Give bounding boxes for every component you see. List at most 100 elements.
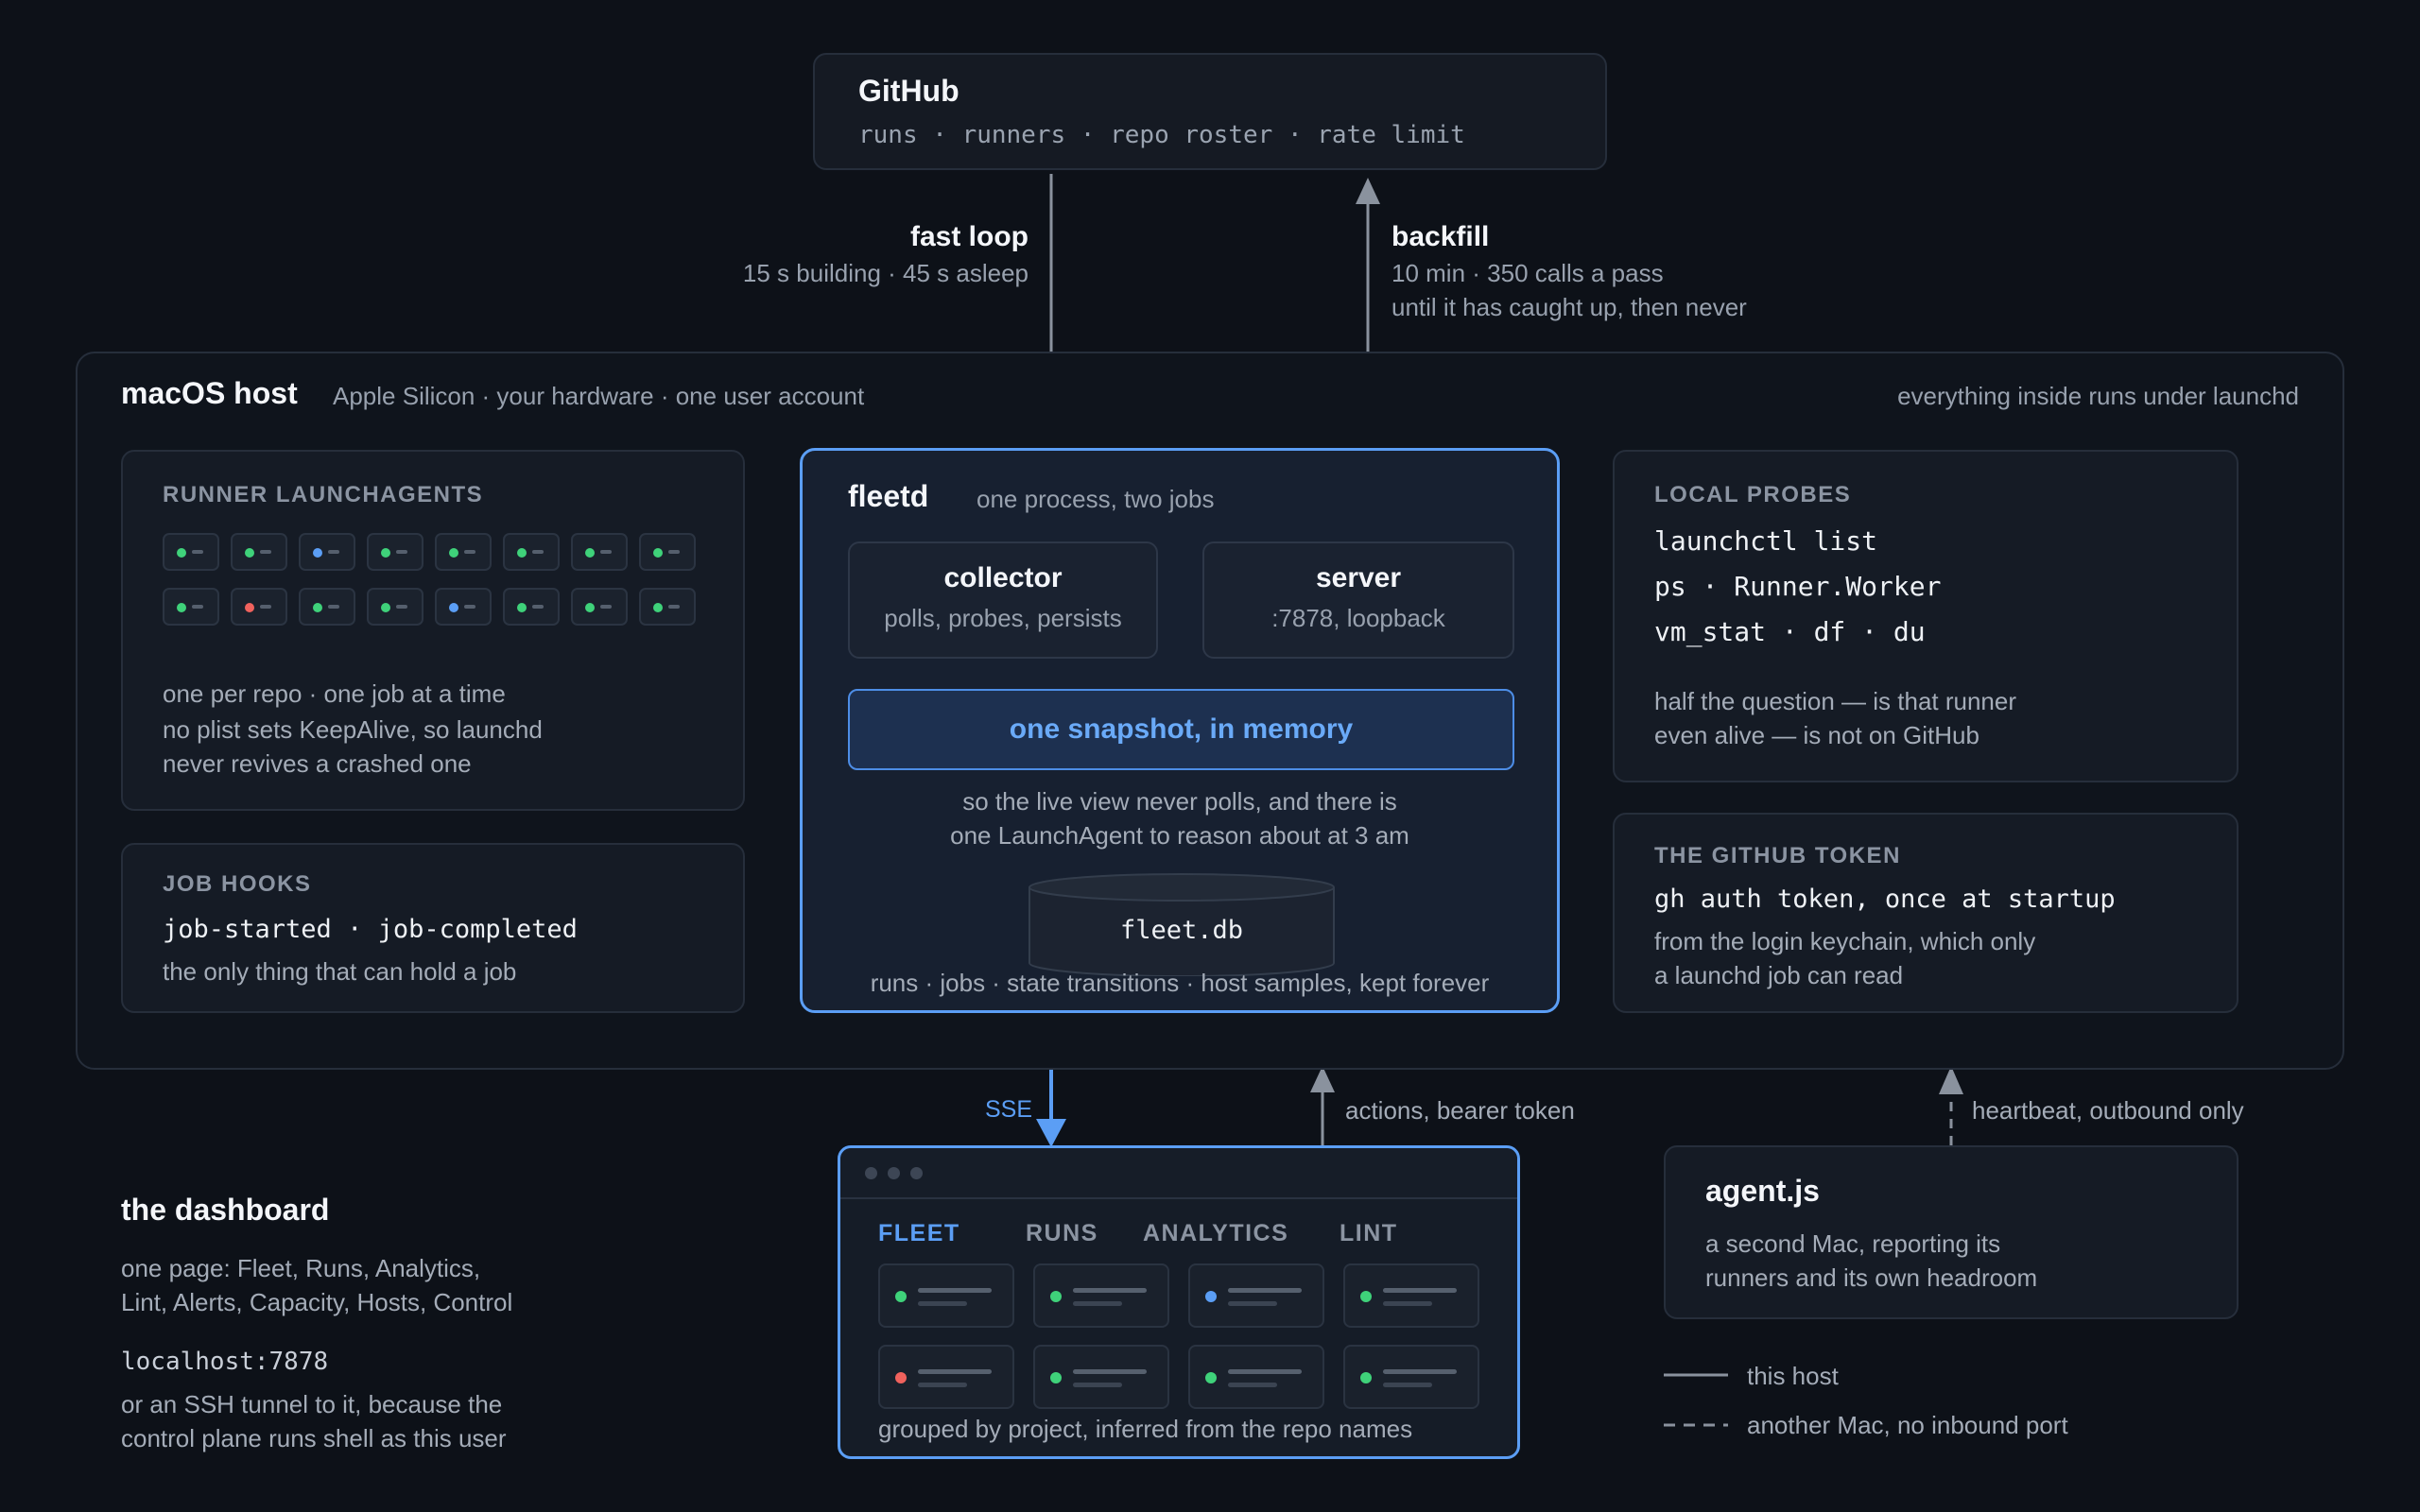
runner-label-bar [260,550,271,554]
dashboard-runner-card[interactable] [1033,1345,1169,1409]
dashboard-caption: grouped by project, inferred from the re… [878,1415,1413,1443]
runner-launchagents-panel: RUNNER LAUNCHAGENTS one per repo · one j… [121,450,745,811]
card-subtitle-bar [1073,1383,1122,1387]
fleetd-title: fleetd [848,479,929,513]
legend-dashed-label: another Mac, no inbound port [1747,1411,2068,1439]
agent-panel: agent.js a second Mac, reporting its run… [1664,1145,2238,1319]
host-subtitle: Apple Silicon · your hardware · one user… [333,382,865,410]
runner-status-dot [245,548,254,558]
runner-status-dot [449,603,458,612]
runner-status-dot [653,603,663,612]
fleet-db-label: fleet.db [1119,916,1244,945]
runner-cell [299,533,355,571]
runner-label-bar [464,605,475,609]
runner-label-bar [600,605,612,609]
job-hooks-code: job-started · job-completed [163,915,578,944]
runner-status-dot [449,548,458,558]
runner-cell [231,588,287,626]
fast-loop-title: fast loop [910,221,1028,252]
fleetd-panel: fleetd one process, two jobs collector p… [800,448,1560,1013]
runner-cell [367,588,424,626]
actions-arrowhead [1310,1066,1335,1092]
backfill-line2: until it has caught up, then never [1392,293,1747,321]
dashboard-title: the dashboard [121,1193,330,1227]
runner-note-2: no plist sets KeepAlive, so launchd [163,715,543,744]
github-token-note-2: a launchd job can read [1654,961,1904,989]
github-token-code: gh auth token, once at startup [1654,885,2116,914]
local-probes-code-2: ps · Runner.Worker [1654,571,1942,602]
sse-arrowhead [1036,1119,1066,1147]
window-control-dot[interactable] [888,1167,900,1179]
dashboard-desc-2: Lint, Alerts, Capacity, Hosts, Control [121,1288,513,1316]
collector-title: collector [943,562,1063,593]
github-token-note-1: from the login keychain, which only [1654,927,2036,955]
sse-label: SSE [985,1096,1033,1123]
runner-cell [299,588,355,626]
runner-label-bar [328,605,339,609]
tab-fleet[interactable]: FLEET [878,1220,960,1246]
tab-analytics[interactable]: ANALYTICS [1143,1220,1289,1246]
runner-cell [639,533,696,571]
runner-status-dot [517,548,527,558]
snapshot-note-1: so the live view never polls, and there … [962,787,1397,816]
window-control-dot[interactable] [865,1167,877,1179]
dashboard-runner-card[interactable] [1188,1345,1324,1409]
fast-loop-detail: 15 s building · 45 s asleep [742,259,1028,287]
card-subtitle-bar [918,1383,967,1387]
runner-label-bar [328,550,339,554]
window-control-dot[interactable] [910,1167,923,1179]
agent-title: agent.js [1705,1174,1820,1208]
local-probes-heading: LOCAL PROBES [1654,482,1852,507]
runner-label-bar [192,605,203,609]
github-title: GitHub [858,74,959,108]
dashboard-runner-card[interactable] [1033,1263,1169,1328]
dashboard-runner-card[interactable] [1343,1345,1479,1409]
runner-status-dot [653,548,663,558]
runner-cell [435,588,492,626]
runner-cell [503,533,560,571]
runner-cell [163,588,219,626]
runner-label-bar [668,550,680,554]
card-title-bar [1383,1288,1457,1293]
runner-status-dot [517,603,527,612]
runner-cell [367,533,424,571]
fleetd-subtitle: one process, two jobs [977,485,1215,513]
fleet-db-cylinder [1028,873,1335,976]
card-status-dot [1050,1372,1062,1383]
dashboard-desc-4: control plane runs shell as this user [121,1424,507,1452]
snapshot-note-2: one LaunchAgent to reason about at 3 am [950,821,1409,850]
local-probes-code-3: vm_stat · df · du [1654,616,1926,647]
card-subtitle-bar [1073,1301,1122,1306]
card-title-bar [918,1288,992,1293]
server-box: server :7878, loopback [1202,541,1514,659]
tab-runs[interactable]: RUNS [1026,1220,1098,1246]
card-title-bar [918,1369,992,1374]
tab-lint[interactable]: LINT [1340,1220,1398,1246]
card-status-dot [1205,1372,1217,1383]
runner-status-dot [381,603,390,612]
local-probes-code-1: launchctl list [1654,525,1878,557]
card-status-dot [1205,1291,1217,1302]
agent-desc-2: runners and its own headroom [1705,1263,2038,1292]
dashboard-runner-card[interactable] [878,1263,1014,1328]
snapshot-label: one snapshot, in memory [1009,713,1354,745]
dashboard-runner-card[interactable] [878,1345,1014,1409]
github-token-panel: THE GITHUB TOKEN gh auth token, once at … [1613,813,2238,1013]
card-title-bar [1228,1369,1302,1374]
server-desc: :7878, loopback [1271,604,1445,632]
dashboard-runner-card[interactable] [1343,1263,1479,1328]
dashboard-window[interactable]: FLEET RUNS ANALYTICS LINT grouped by pro… [838,1145,1520,1459]
backfill-line1: 10 min · 350 calls a pass [1392,259,1664,287]
runner-label-bar [532,605,544,609]
runner-note-3: never revives a crashed one [163,749,472,778]
runner-label-bar [192,550,203,554]
runner-label-bar [532,550,544,554]
runner-status-dot [245,603,254,612]
heartbeat-arrowhead [1939,1066,1963,1094]
snapshot-box: one snapshot, in memory [848,689,1514,770]
runner-status-dot [381,548,390,558]
card-subtitle-bar [918,1301,967,1306]
github-node: GitHub runs · runners · repo roster · ra… [813,53,1607,170]
dashboard-runner-card[interactable] [1188,1263,1324,1328]
window-titlebar [840,1148,1517,1199]
